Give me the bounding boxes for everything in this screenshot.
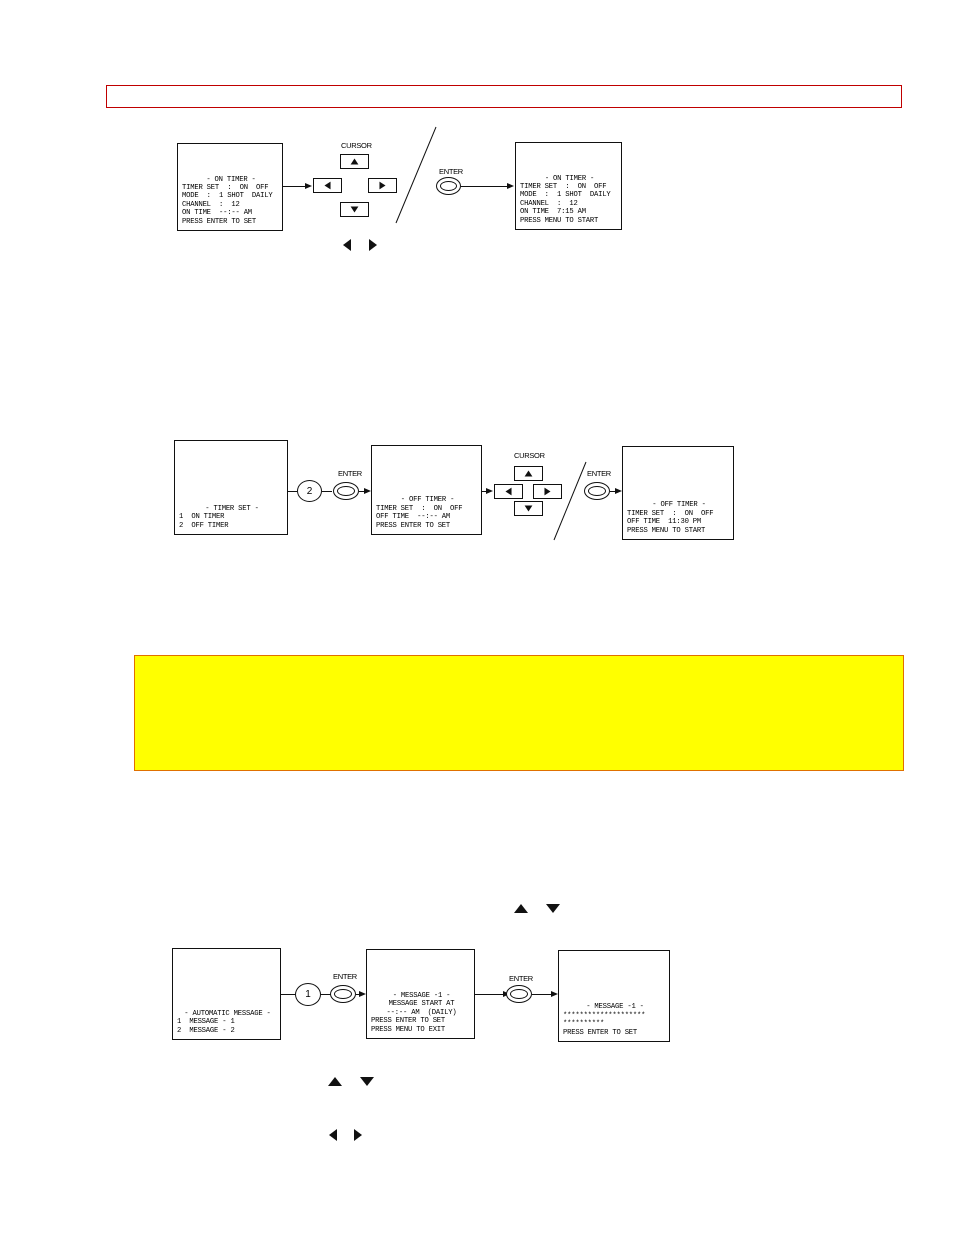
number-1-button[interactable]: 1 [295, 983, 321, 1006]
screen-line: PRESS MENU TO START [520, 216, 599, 225]
number-label: 2 [306, 485, 313, 497]
screen-line: ON TIME 7:15 AM [520, 208, 586, 217]
enter-label: ENTER [439, 167, 463, 176]
separator-slash [395, 126, 437, 224]
screen-line: ********** [563, 1020, 605, 1029]
enter-button[interactable] [584, 482, 610, 500]
note-box [134, 655, 904, 771]
enter-label: ENTER [333, 972, 357, 981]
screen-line: PRESS ENTER TO SET [563, 1028, 638, 1037]
screen-line: - AUTOMATIC MESSAGE - [184, 1009, 271, 1018]
cursor-label: CURSOR [514, 451, 545, 460]
off-timer-screen-before: - OFF TIMER - TIMER SET : ON OFF OFF TIM… [371, 445, 482, 535]
screen-line: - TIMER SET - [205, 504, 259, 513]
automatic-message-screen: - AUTOMATIC MESSAGE - 1 MESSAGE - 1 2 ME… [172, 948, 281, 1040]
screen-line: --:-- AM (DAILY) [386, 1008, 457, 1017]
triangle-down-icon [359, 1076, 375, 1087]
screen-line: - OFF TIMER - [652, 501, 706, 510]
triangle-up-icon [513, 903, 529, 914]
screen-line: CHANNEL : 12 [182, 200, 240, 209]
screen-line: - ON TIMER - [544, 174, 595, 183]
cursor-left-button[interactable] [313, 178, 342, 193]
enter-button[interactable] [333, 482, 359, 500]
screen-line: - OFF TIMER - [400, 496, 455, 505]
timer-set-screen: - TIMER SET - 1 ON TIMER 2 OFF TIMER [174, 440, 288, 535]
screen-line: MESSAGE START AT [388, 1000, 455, 1009]
enter-label: ENTER [509, 974, 533, 983]
screen-line: CHANNEL : 12 [520, 199, 578, 208]
screen-line: TIMER SET : ON OFF [182, 183, 269, 192]
screen-line: OFF TIME 11:30 PM [627, 518, 702, 527]
screen-line: 2 MESSAGE - 2 [177, 1026, 235, 1035]
enter-button[interactable] [436, 177, 461, 195]
on-timer-screen-before: - ON TIMER - TIMER SET : ON OFF MODE : 1… [177, 143, 283, 231]
screen-line: ON TIME --:-- AM [182, 209, 252, 218]
cursor-up-button[interactable] [514, 466, 543, 481]
triangle-up-icon [327, 1076, 343, 1087]
automatic-message-diagram: - AUTOMATIC MESSAGE - 1 MESSAGE - 1 2 ME… [0, 930, 954, 1050]
separator-slash [553, 461, 587, 541]
message-edit-screen: - MESSAGE -1 - ******************** ****… [558, 950, 670, 1042]
screen-line: PRESS MENU TO START [627, 526, 706, 535]
message-start-screen: - MESSAGE -1 - MESSAGE START AT --:-- AM… [366, 949, 475, 1039]
triangle-right-icon [368, 238, 378, 252]
screen-line: TIMER SET : ON OFF [376, 504, 463, 513]
cursor-label: CURSOR [341, 141, 372, 150]
triangle-left-icon [342, 238, 352, 252]
screen-line: PRESS ENTER TO SET [376, 521, 451, 530]
screen-line: - MESSAGE -1 - [392, 991, 451, 1000]
screen-line: OFF TIME --:-- AM [376, 513, 451, 522]
cursor-right-button[interactable] [368, 178, 397, 193]
triangle-down-icon [545, 903, 561, 914]
triangle-left-icon [328, 1128, 338, 1142]
screen-line: - ON TIMER - [206, 175, 256, 184]
screen-line: TIMER SET : ON OFF [627, 509, 714, 518]
enter-label: ENTER [338, 469, 362, 478]
screen-line: - MESSAGE -1 - [586, 1003, 644, 1012]
cursor-up-button[interactable] [340, 154, 369, 169]
screen-line: PRESS ENTER TO SET [182, 217, 257, 226]
enter-button[interactable] [506, 985, 532, 1003]
number-label: 1 [305, 989, 311, 1000]
off-timer-screen-after: - OFF TIMER - TIMER SET : ON OFF OFF TIM… [622, 446, 734, 540]
triangle-right-icon [353, 1128, 363, 1142]
cursor-down-button[interactable] [340, 202, 369, 217]
screen-line: 1 MESSAGE - 1 [177, 1018, 235, 1027]
screen-line: 2 OFF TIMER [179, 521, 229, 530]
screen-line: ******************** [563, 1011, 646, 1020]
screen-line: MODE : 1 SHOT DAILY [182, 192, 273, 201]
screen-line: TIMER SET : ON OFF [520, 182, 607, 191]
section-header-banner [106, 85, 902, 108]
cursor-down-button[interactable] [514, 501, 543, 516]
on-timer-screen-after: - ON TIMER - TIMER SET : ON OFF MODE : 1… [515, 142, 622, 230]
number-2-button[interactable]: 2 [297, 480, 322, 502]
screen-line: 1 ON TIMER [179, 513, 225, 522]
cursor-right-button[interactable] [533, 484, 562, 499]
cursor-left-button[interactable] [494, 484, 523, 499]
off-timer-diagram: - TIMER SET - 1 ON TIMER 2 OFF TIMER 2 E… [0, 400, 954, 550]
enter-label: ENTER [587, 469, 611, 478]
on-timer-diagram: - ON TIMER - TIMER SET : ON OFF MODE : 1… [0, 0, 954, 300]
screen-line: MODE : 1 SHOT DAILY [520, 191, 611, 200]
screen-line: PRESS ENTER TO SET [371, 1017, 446, 1026]
screen-line: PRESS MENU TO EXIT [371, 1025, 446, 1034]
enter-button[interactable] [330, 985, 356, 1003]
